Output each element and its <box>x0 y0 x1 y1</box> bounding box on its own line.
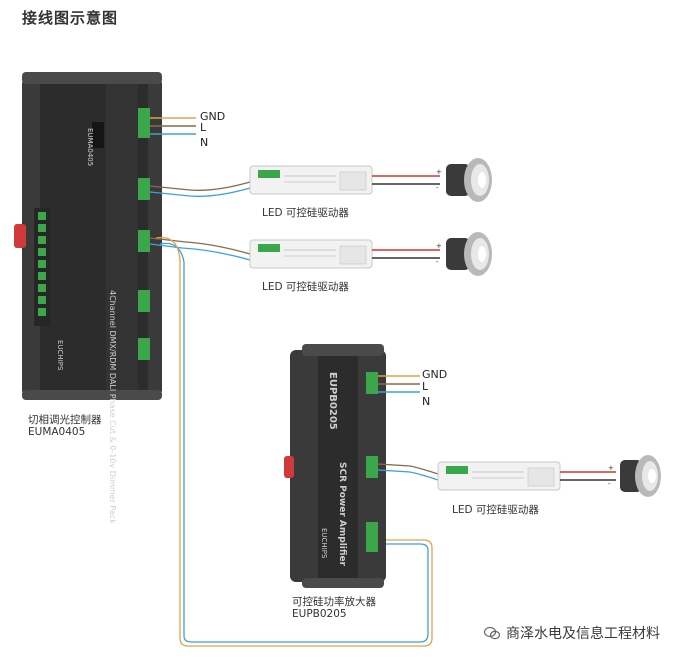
amplifier-brand: EUCHIPS <box>320 528 328 559</box>
driver-1-label: LED 可控硅驱动器 <box>262 207 349 219</box>
svg-text:+: + <box>608 464 614 472</box>
controller-device <box>14 72 162 400</box>
amplifier-to-driver-wires <box>377 463 439 481</box>
svg-text:+: + <box>436 242 442 250</box>
svg-text:+: + <box>436 168 442 176</box>
mains-wires-amplifier <box>378 375 420 393</box>
n-label-top: N <box>200 136 209 149</box>
wechat-icon <box>483 626 501 640</box>
gnd-label-amp: GND <box>422 368 448 381</box>
led-lamp-3: + - <box>608 455 661 497</box>
led-lamp-1: + - <box>436 158 492 202</box>
controller-brand: EUCHIPS <box>56 340 64 371</box>
amplifier-side-text: SCR Power Amplifier <box>337 462 347 567</box>
svg-text:-: - <box>436 184 439 192</box>
n-label-amp: N <box>422 395 431 408</box>
controller-label-model: EUMA0405 <box>28 426 86 438</box>
led-lamp-2: + - <box>436 232 492 276</box>
driver-3-output-wires <box>560 471 616 481</box>
gnd-label-top: GND <box>200 110 226 123</box>
l-label-top: L <box>200 121 207 134</box>
svg-text:-: - <box>608 480 611 488</box>
controller-label-cn: 切相调光控制器 <box>28 414 102 426</box>
watermark-text: 商泽水电及信息工程材料 <box>506 626 660 642</box>
driver-2-output-wires <box>372 249 440 259</box>
driver-2 <box>249 239 373 269</box>
controller-side-text: 4Channel DMX/RDM DALI Phase Cut & 0-10v … <box>108 290 117 524</box>
controller-terminals <box>138 108 150 360</box>
amplifier-label-model: EUPB0205 <box>292 608 347 620</box>
mains-wires-top <box>150 117 196 135</box>
driver-3 <box>437 461 561 491</box>
l-label-amp: L <box>422 380 429 393</box>
svg-text:-: - <box>436 258 439 266</box>
controller-to-driver-wires <box>149 181 433 647</box>
watermark: 商泽水电及信息工程材料 <box>483 623 660 643</box>
amplifier-model-text: EUPB0205 <box>327 372 338 430</box>
controller-model-text: EUMA0405 <box>86 128 94 166</box>
driver-3-label: LED 可控硅驱动器 <box>452 504 539 516</box>
controller-left-terminals <box>38 212 46 316</box>
driver-1 <box>249 165 373 195</box>
page-title: 接线图示意图 <box>22 9 119 27</box>
amplifier-label-cn: 可控硅功率放大器 <box>292 596 376 608</box>
driver-1-output-wires <box>372 175 440 185</box>
amplifier-device <box>284 344 386 588</box>
driver-2-label: LED 可控硅驱动器 <box>262 281 349 293</box>
